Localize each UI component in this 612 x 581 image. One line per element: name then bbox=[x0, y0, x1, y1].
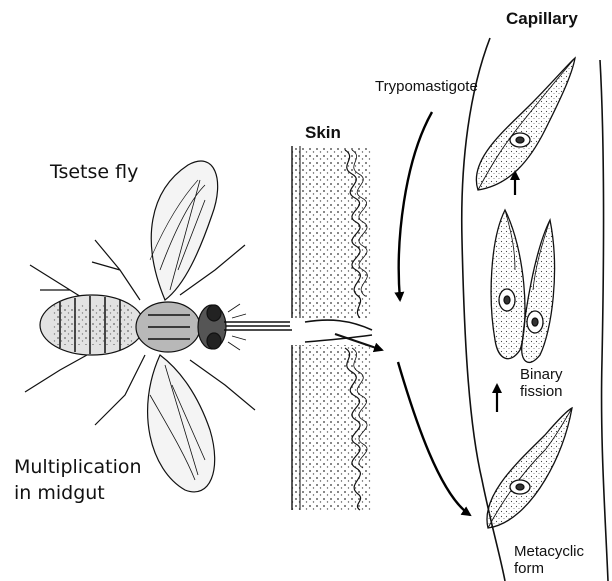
fly-leg bbox=[190, 360, 255, 410]
fly-upper-wing bbox=[151, 161, 217, 300]
metacyclic-parasite bbox=[487, 408, 572, 528]
arrow-to-metacyclic bbox=[398, 362, 470, 515]
skin-label: Skin bbox=[305, 123, 341, 143]
fly-proboscis bbox=[224, 322, 292, 330]
fly-lower-wing bbox=[148, 355, 215, 492]
capillary-wall-right bbox=[600, 60, 608, 581]
multiplication-line1: Multiplication bbox=[14, 455, 142, 481]
arrow-to-skin bbox=[399, 112, 432, 300]
trypomastigote-parasite bbox=[476, 58, 575, 190]
metacyclic-line1: Metacyclic bbox=[514, 543, 584, 560]
metacyclic-form-label: Metacyclic form bbox=[514, 543, 584, 578]
tsetse-fly-illustration bbox=[25, 161, 292, 492]
fly-leg bbox=[92, 240, 140, 300]
trypomastigote-label: Trypomastigote bbox=[375, 78, 478, 95]
binary-fission-label: Binary fission bbox=[520, 366, 563, 401]
skin-cross-section bbox=[292, 146, 382, 510]
binary-fission-parasites bbox=[491, 210, 554, 362]
binary-fission-line2: fission bbox=[520, 383, 563, 400]
tsetse-fly-label: Tsetse fly bbox=[50, 162, 138, 184]
capillary-label: Capillary bbox=[506, 9, 578, 29]
multiplication-label: Multiplication in midgut bbox=[14, 455, 142, 506]
multiplication-line2: in midgut bbox=[14, 481, 142, 507]
binary-fission-line1: Binary bbox=[520, 366, 563, 383]
metacyclic-line2: form bbox=[514, 560, 584, 577]
fly-leg bbox=[95, 355, 145, 425]
